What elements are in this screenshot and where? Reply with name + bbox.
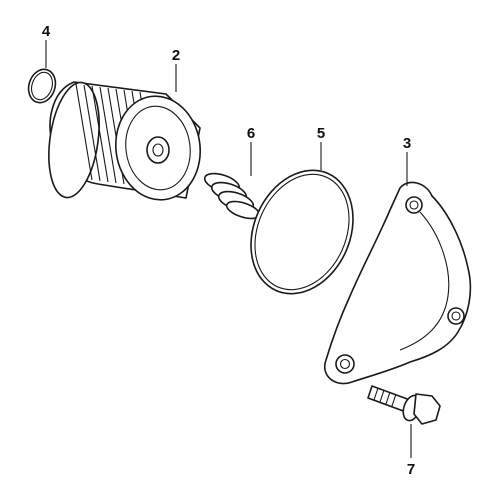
callout-7: 7	[407, 461, 415, 478]
callout-2: 2	[172, 47, 180, 64]
leader-lines	[45, 40, 412, 458]
callout-6: 6	[247, 125, 255, 142]
part-7-bolt	[367, 385, 441, 425]
part-6-spring	[203, 172, 261, 220]
part-4-o-ring	[27, 68, 57, 104]
part-2-oil-filter	[48, 81, 202, 201]
callout-3: 3	[403, 135, 411, 152]
part-3-filter-cover	[323, 181, 472, 385]
callout-5: 5	[317, 125, 325, 142]
callout-4: 4	[42, 23, 51, 40]
part-5-o-ring	[250, 169, 354, 295]
